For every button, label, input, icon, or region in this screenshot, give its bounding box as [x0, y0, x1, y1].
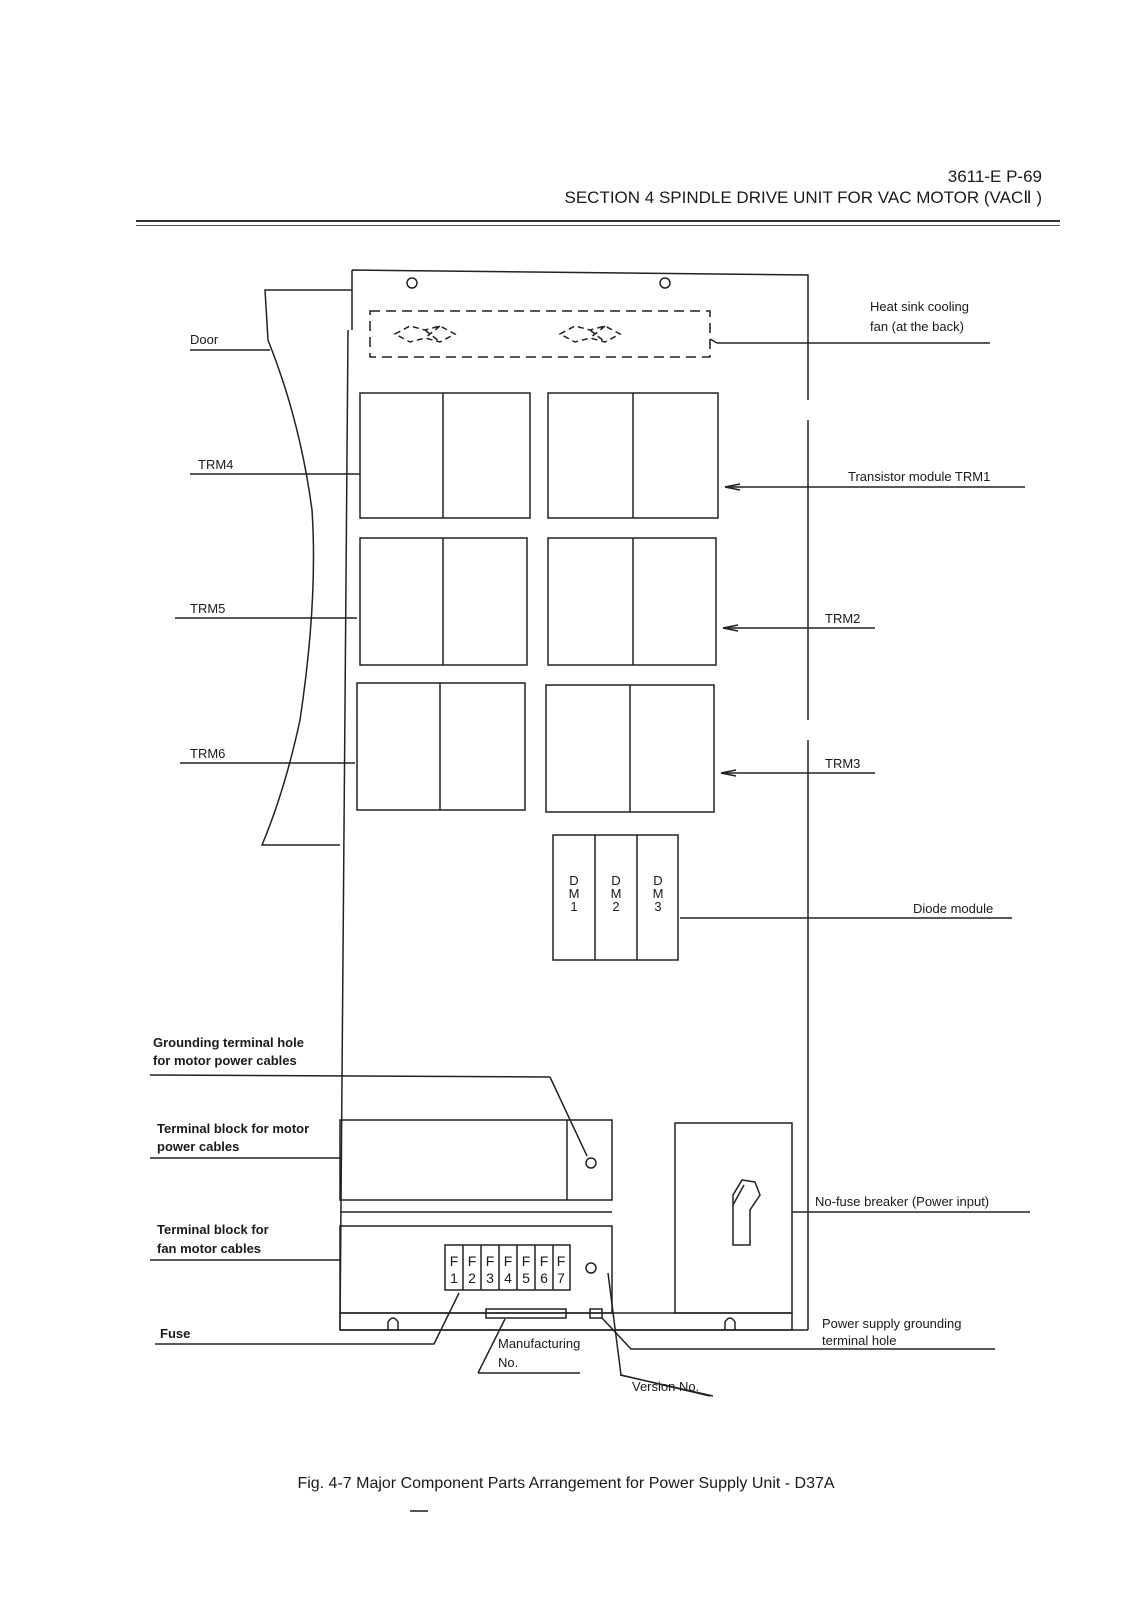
grounding-terminal-hole: [585, 1157, 597, 1169]
fan-symbol-left: [393, 325, 457, 343]
fan-terminal-block: [339, 1225, 613, 1314]
trm4-module: [359, 392, 531, 519]
door-outline: [260, 289, 352, 846]
header-rule-thin: [136, 225, 1060, 226]
fuse-4-f: F: [504, 1253, 513, 1269]
section-title: SECTION 4 SPINDLE DRIVE UNIT FOR VAC MOT…: [564, 188, 1042, 207]
diode-label: Diode module: [913, 901, 993, 916]
mfg-label-line1: Manufacturing: [498, 1336, 580, 1351]
fuse-3-n: 3: [486, 1270, 494, 1286]
mounting-hole-right: [659, 277, 671, 289]
diode-module-2-m: M: [611, 886, 622, 901]
diode-module-2-n: 2: [612, 899, 619, 914]
fuse-labels: F 1 F 2 F 3 F 4 F 5 F 6 F 7: [450, 1253, 566, 1286]
diode-module-3-m: M: [653, 886, 664, 901]
fanblock-label-line2: fan motor cables: [157, 1241, 261, 1256]
diode-module-3-d: D: [653, 873, 662, 888]
mfg-label-line2: No.: [498, 1355, 518, 1370]
ground-label-line1: Grounding terminal hole: [153, 1035, 304, 1050]
page-mark: [410, 1510, 428, 1512]
fuse-leader: [155, 1292, 460, 1345]
fuse-2-f: F: [468, 1253, 477, 1269]
psg-label-line2: terminal hole: [822, 1333, 896, 1348]
fan-label-line1: Heat sink cooling: [870, 299, 969, 314]
fan-label-line2: fan (at the back): [870, 319, 964, 334]
diode-module-1-m: M: [569, 886, 580, 901]
trm2-label: TRM2: [825, 611, 860, 626]
version-plate: [589, 1308, 603, 1319]
ground-leader: [149, 1074, 551, 1078]
ground-label-line2: for motor power cables: [153, 1053, 297, 1068]
diode-module-2-d: D: [611, 873, 620, 888]
header-rule: [136, 220, 1060, 222]
version-label: Version No.: [632, 1379, 699, 1394]
diode-module-1-n: 1: [570, 899, 577, 914]
fuse-block: [444, 1244, 571, 1291]
diode-module-3-n: 3: [654, 899, 661, 914]
fanblock-label-line1: Terminal block for: [157, 1222, 269, 1237]
fuse-7-f: F: [557, 1253, 566, 1269]
fuse-7-n: 7: [557, 1270, 565, 1286]
fuse-5-f: F: [522, 1253, 531, 1269]
trm5-label: TRM5: [190, 601, 225, 616]
psg-label-line1: Power supply grounding: [822, 1316, 961, 1331]
figure-caption: Fig. 4-7 Major Component Parts Arrangeme…: [297, 1475, 835, 1492]
trm6-module: [356, 682, 526, 811]
psg-leader: [601, 1317, 995, 1350]
fan-symbol-right: [558, 325, 622, 343]
diode-module-box: [552, 834, 679, 961]
cabinet-outline: [339, 269, 809, 1331]
termblock-label-line2: power cables: [157, 1139, 239, 1154]
fuse-1-f: F: [450, 1253, 459, 1269]
trm1-label: Transistor module TRM1: [848, 469, 990, 484]
diode-module-labels: D M 1 D M 2 D M 3: [569, 873, 664, 914]
trm3-label: TRM3: [825, 756, 860, 771]
manufacturing-plate: [485, 1308, 567, 1319]
fuse-label: Fuse: [160, 1326, 190, 1341]
motor-terminal-block: [339, 1119, 613, 1201]
trm6-label: TRM6: [190, 746, 225, 761]
fuse-2-n: 2: [468, 1270, 476, 1286]
fuse-1-n: 1: [450, 1270, 458, 1286]
trm2-module: [547, 537, 717, 666]
bottom-slot-left: [387, 1317, 399, 1330]
fuse-3-f: F: [486, 1253, 495, 1269]
door-label: Door: [190, 332, 219, 347]
power-supply-grounding-hole: [585, 1262, 597, 1274]
breaker-label: No-fuse breaker (Power input): [815, 1194, 989, 1209]
fuse-6-n: 6: [540, 1270, 548, 1286]
fuse-6-f: F: [540, 1253, 549, 1269]
breaker-box: [674, 1122, 793, 1314]
version-leader: [607, 1272, 714, 1397]
diode-module-1-d: D: [569, 873, 578, 888]
mfg-leader: [477, 1318, 580, 1374]
termblock-label-line1: Terminal block for motor: [157, 1121, 309, 1136]
fan-outline: [369, 310, 711, 358]
breaker-switch: [732, 1179, 761, 1246]
mounting-hole-left: [406, 277, 418, 289]
trm4-label: TRM4: [198, 457, 233, 472]
fuse-4-n: 4: [504, 1270, 512, 1286]
bottom-slot-right: [724, 1317, 736, 1330]
fuse-5-n: 5: [522, 1270, 530, 1286]
page-reference: 3611-E P-69: [947, 167, 1042, 186]
